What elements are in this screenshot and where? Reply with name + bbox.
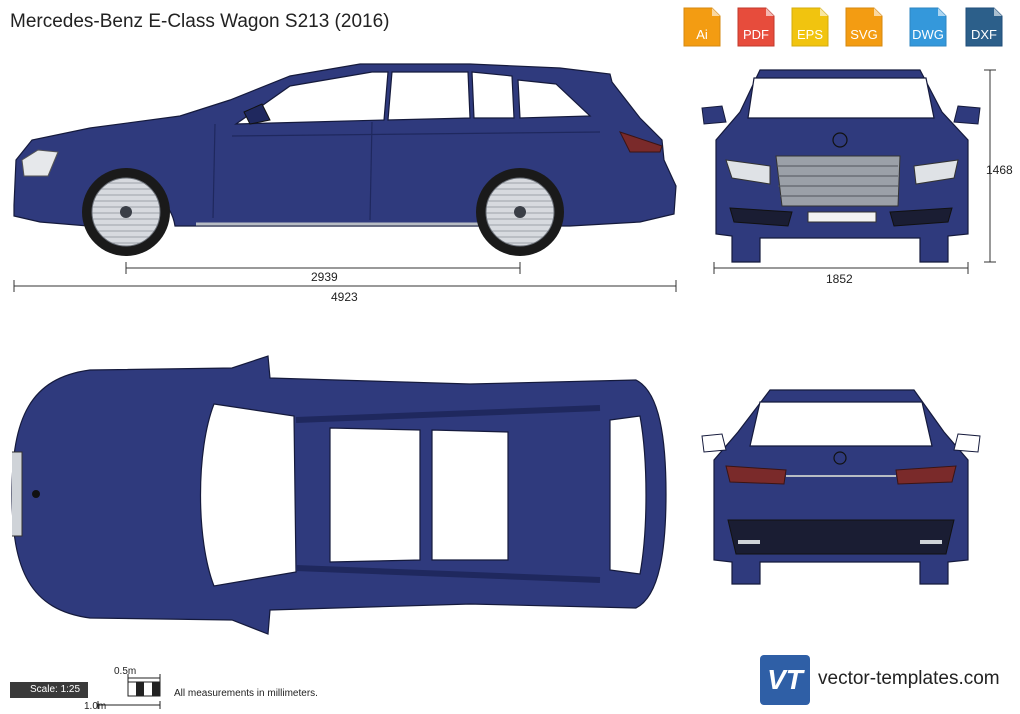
pdf-label: PDF (743, 27, 769, 42)
dwg-file-icon[interactable]: DWG (906, 4, 950, 50)
scale-half-meter: 0.5m (114, 666, 137, 677)
top-glass (199, 403, 297, 587)
scale-one-meter: 1.0m (84, 701, 107, 712)
rear-view (701, 389, 981, 585)
scale-label: Scale: 1:25 (10, 682, 88, 698)
svg-label: SVG (850, 27, 878, 42)
eps-label: EPS (796, 27, 823, 42)
front-view (701, 69, 996, 274)
ai-file-icon[interactable]: Ai (680, 4, 724, 50)
dwg-label: DWG (912, 27, 944, 42)
brand-site-link[interactable]: vector-templates.com (818, 668, 1000, 689)
dxf-file-icon[interactable]: DXF (962, 4, 1006, 50)
side-windows (234, 71, 592, 125)
top-view (11, 355, 667, 635)
wheelbase-label: 2939 (311, 270, 338, 284)
ai-label: Ai (696, 27, 708, 42)
dxf-label: DXF (971, 27, 997, 42)
eps-file-icon[interactable]: EPS (788, 4, 832, 50)
side-view (13, 63, 677, 292)
svg-file-icon[interactable]: SVG (842, 4, 886, 50)
vt-logo-icon[interactable]: VT (760, 655, 810, 705)
height-label: 1468 (986, 163, 1013, 177)
width-label: 1852 (826, 272, 853, 286)
pdf-file-icon[interactable]: PDF (734, 4, 778, 50)
page-title: Mercedes-Benz E-Class Wagon S213 (2016) (10, 11, 390, 32)
length-label: 4923 (331, 290, 358, 304)
scale-bar (97, 674, 161, 709)
measurement-note: All measurements in millimeters. (174, 688, 318, 699)
logo-text: VT (767, 664, 803, 695)
